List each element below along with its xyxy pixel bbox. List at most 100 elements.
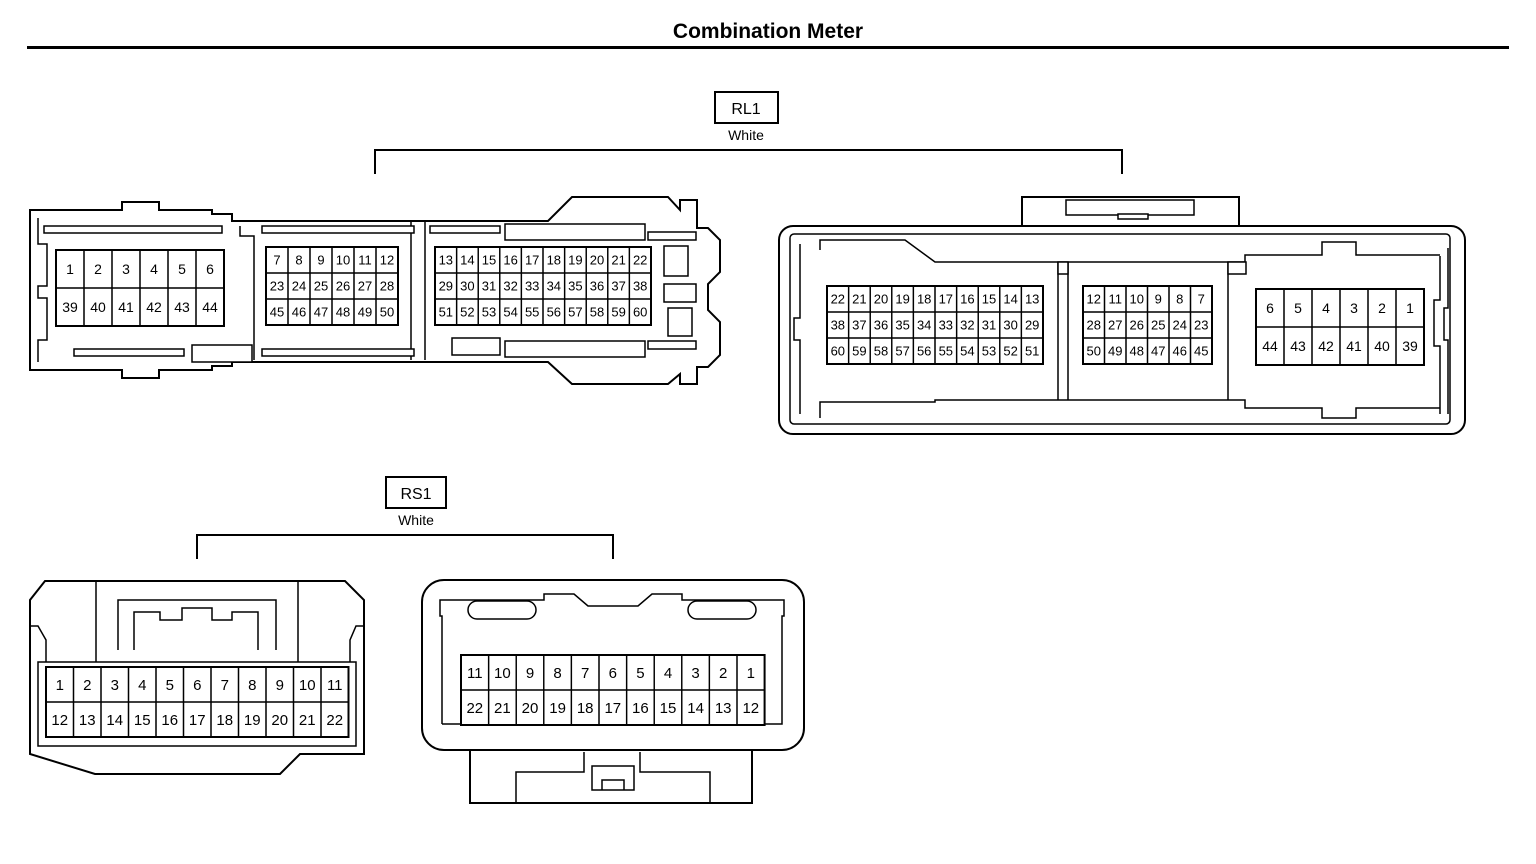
pin-number: 6 [193,677,201,694]
pin-number: 25 [1151,318,1165,333]
pin-cell [195,287,225,327]
pin-number: 34 [547,279,561,294]
rl1-connector-id: RL1 [731,101,760,118]
pin-number: 29 [1025,318,1039,333]
pin-number: 10 [336,253,350,268]
pin-number: 11 [467,665,483,682]
pin-number: 54 [503,305,517,320]
pin-number: 27 [358,279,372,294]
rl1-bracket [374,149,1123,174]
pin-number: 54 [960,344,974,359]
pin-number: 4 [1322,300,1330,316]
pin-number: 2 [1378,300,1386,316]
pin-number: 19 [244,712,261,729]
pin-number: 48 [336,305,350,320]
pin-number: 9 [276,677,284,694]
pin-number: 18 [547,253,561,268]
pin-number: 35 [568,279,582,294]
pin-number: 16 [503,253,517,268]
pin-cell [1395,326,1425,366]
pin-number: 11 [1109,292,1123,307]
pin-number: 22 [633,253,647,268]
pin-number: 7 [221,677,229,694]
pin-number: 10 [494,665,511,682]
pin-number: 59 [852,344,866,359]
pin-number: 60 [831,344,845,359]
pin-number: 1 [1406,300,1414,316]
pin-number: 32 [503,279,517,294]
pin-number: 46 [1173,344,1187,359]
pin-number: 53 [982,344,996,359]
pin-number: 5 [1294,300,1302,316]
pin-number: 41 [118,299,134,315]
pin-number: 16 [161,712,178,729]
pin-number: 4 [150,261,158,277]
pin-number: 20 [271,712,288,729]
pin-number: 18 [577,700,594,717]
pin-number: 12 [742,700,759,717]
pin-number: 40 [90,299,106,315]
pin-number: 21 [494,700,511,717]
pin-number: 2 [94,261,102,277]
pin-number: 56 [547,305,561,320]
title-divider [27,46,1509,49]
pin-number: 27 [1108,318,1122,333]
pin-number: 9 [526,665,534,682]
pin-number: 8 [1176,292,1183,307]
pin-number: 33 [939,318,953,333]
rl1-label-box [714,91,779,124]
pin-number: 48 [1130,344,1144,359]
pin-number: 45 [1194,344,1208,359]
pin-number: 57 [568,305,582,320]
pin-number: 22 [466,700,483,717]
pin-number: 38 [831,318,845,333]
pin-number: 3 [1350,300,1358,316]
pin-number: 51 [439,305,453,320]
pin-number: 19 [568,253,582,268]
pin-number: 14 [687,700,704,717]
pin-number: 26 [1130,318,1144,333]
pin-number: 39 [1402,338,1418,354]
pin-number: 44 [1262,338,1278,354]
pin-number: 19 [895,292,909,307]
pin-number: 11 [327,677,343,694]
pin-number: 7 [273,253,280,268]
pin-number: 52 [1003,344,1017,359]
pin-number: 6 [1266,300,1274,316]
pin-number: 25 [314,279,328,294]
pin-number: 49 [358,305,372,320]
rs1-label-box [385,476,447,509]
pin-number: 24 [292,279,306,294]
pin-cell [320,701,350,738]
page-title: Combination Meter [672,20,864,43]
pin-number: 18 [917,292,931,307]
pin-number: 60 [633,305,647,320]
pin-number: 23 [1194,318,1208,333]
pin-number: 38 [633,279,647,294]
rs1-label-group: RS1 White [196,476,614,559]
pin-number: 51 [1025,344,1039,359]
pin-number: 3 [111,677,119,694]
pin-number: 12 [51,712,68,729]
pin-number: 28 [380,279,394,294]
pin-number: 47 [1151,344,1165,359]
pin-number: 45 [270,305,284,320]
pin-number: 35 [895,318,909,333]
pin-number: 1 [56,677,64,694]
pin-number: 20 [522,700,539,717]
pin-number: 20 [590,253,604,268]
pin-number: 58 [590,305,604,320]
pin-number: 17 [189,712,206,729]
pin-number: 13 [1025,292,1039,307]
pin-number: 8 [248,677,256,694]
rs1-connector-color: White [398,512,434,528]
pin-number: 55 [525,305,539,320]
pin-number: 24 [1173,318,1187,333]
pin-cell [736,689,766,726]
pin-cell [1189,337,1213,365]
pin-number: 4 [138,677,146,694]
pin-number: 22 [831,292,845,307]
pin-number: 50 [380,305,394,320]
